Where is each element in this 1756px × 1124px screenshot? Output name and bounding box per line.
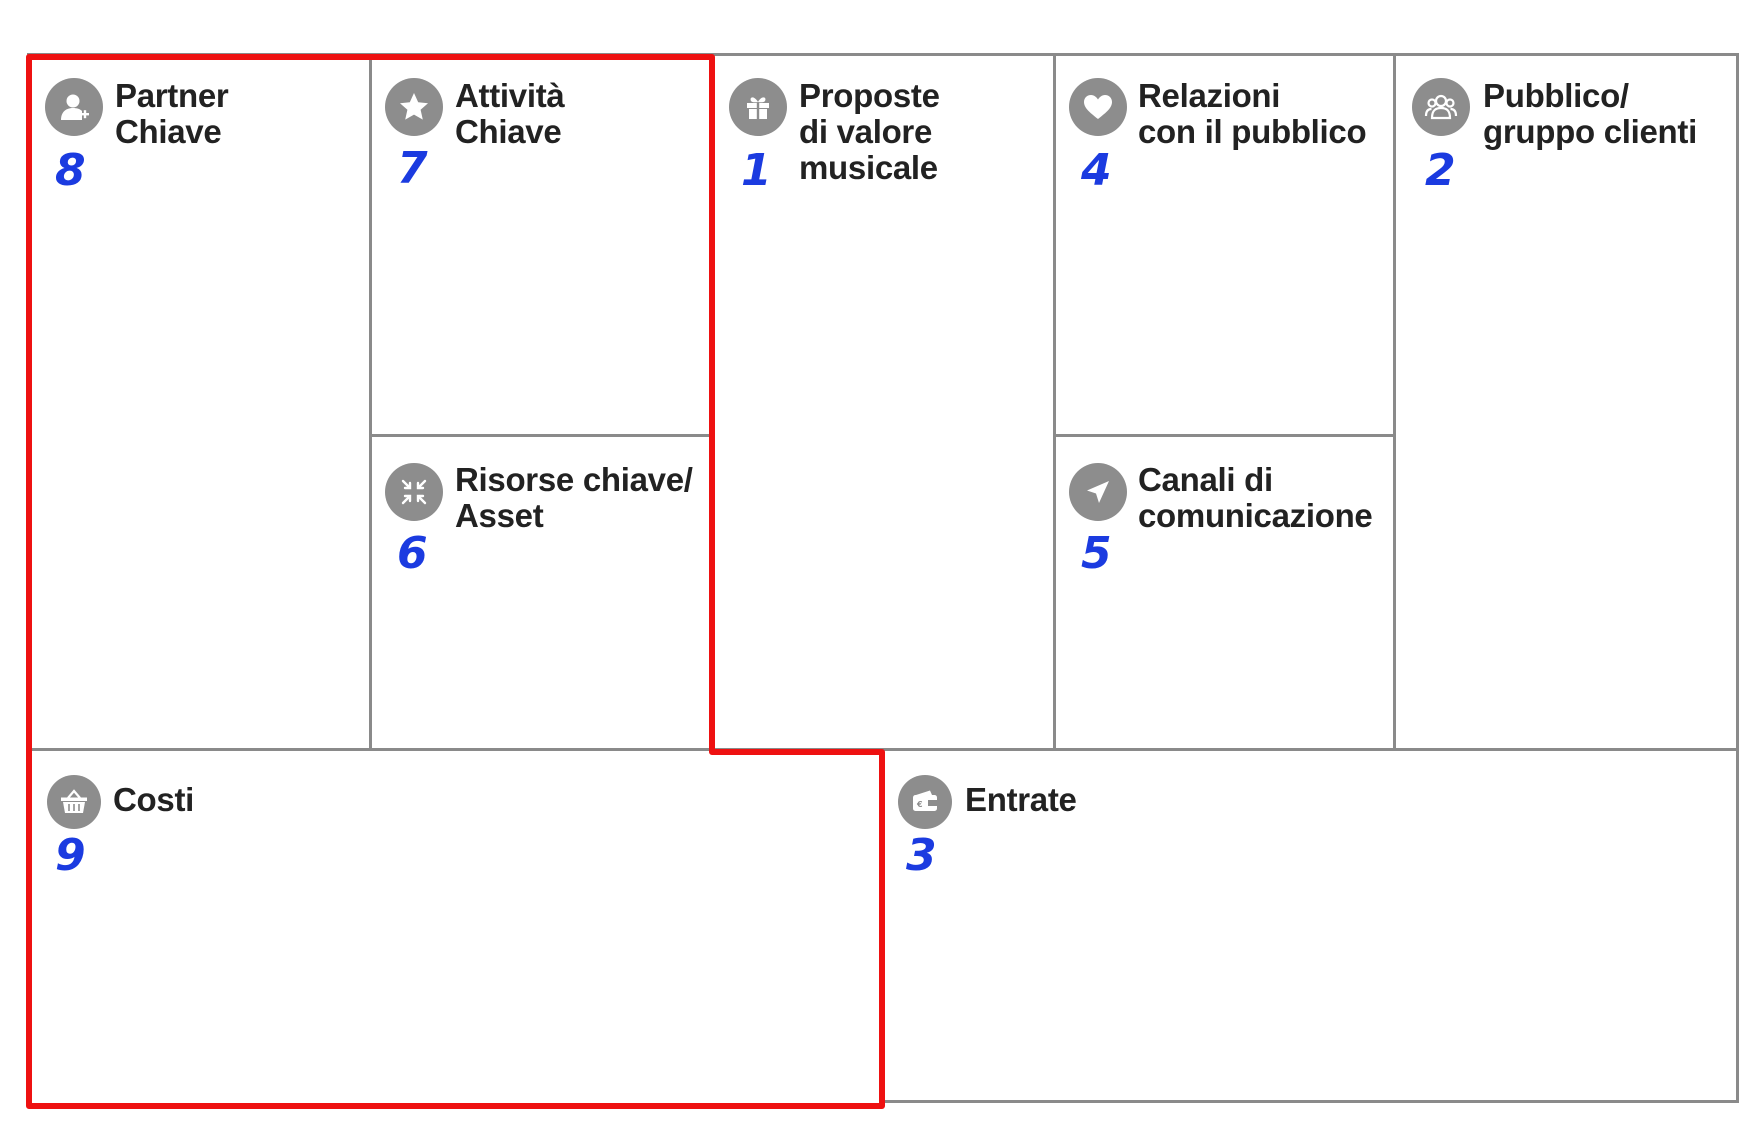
grid-v2: [711, 53, 714, 750]
attivita-chiave-number: 7: [397, 143, 428, 194]
user-plus-icon: [45, 78, 103, 136]
grid-right: [1736, 53, 1739, 1103]
grid-top: [27, 53, 1739, 56]
basket-icon: [47, 775, 101, 829]
grid-v1: [369, 53, 372, 750]
grid-v3: [1053, 53, 1056, 750]
paper-plane-icon: [1069, 463, 1127, 521]
relazioni-pubblico-title: Relazioni con il pubblico: [1138, 77, 1367, 150]
partner-chiave-title: Partner Chiave: [115, 77, 229, 150]
partner-chiave-number: 8: [55, 145, 86, 196]
attivita-chiave-title: Attività Chiave: [455, 77, 565, 150]
canali-comunicazione-title: Canali di comunicazione: [1138, 461, 1373, 534]
proposte-valore-title: Proposte di valore musicale: [799, 77, 940, 186]
grid-v-costi-entrate: [881, 748, 884, 1103]
grid-h-relazioni-canali: [1053, 434, 1395, 437]
grid-bottom: [883, 1100, 1739, 1103]
svg-text:€: €: [916, 800, 923, 809]
costi-number: 9: [55, 830, 86, 881]
pubblico-clienti-title: Pubblico/ gruppo clienti: [1483, 77, 1697, 150]
grid-h-attivita-risorse: [369, 434, 713, 437]
risorse-chiave-title: Risorse chiave/ Asset: [455, 461, 693, 534]
wallet-euro-icon: €: [898, 775, 952, 829]
entrate-title: Entrate: [965, 781, 1077, 818]
risorse-chiave-number: 6: [397, 528, 428, 579]
entrate-number: 3: [906, 830, 937, 881]
users-icon: [1412, 78, 1470, 136]
grid-left: [27, 53, 30, 1103]
heart-icon: [1069, 78, 1127, 136]
gift-icon: [729, 78, 787, 136]
star-icon: [385, 78, 443, 136]
canali-comunicazione-number: 5: [1081, 528, 1112, 579]
grid-v4: [1393, 53, 1396, 750]
compress-arrows-icon: [385, 463, 443, 521]
proposte-valore-number: 1: [741, 145, 772, 196]
costi-title: Costi: [113, 781, 195, 818]
relazioni-pubblico-number: 4: [1081, 145, 1112, 196]
pubblico-clienti-number: 2: [1425, 145, 1456, 196]
